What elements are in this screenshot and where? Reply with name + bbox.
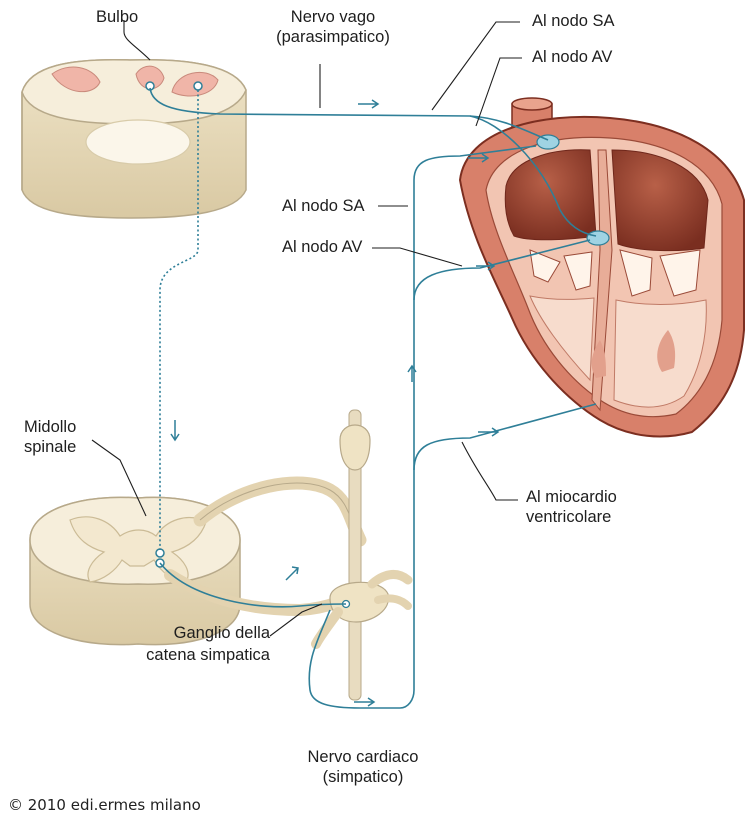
- label-ventricolare: ventricolare: [526, 508, 611, 527]
- label-al-nodo-av-mid: Al nodo AV: [282, 238, 362, 257]
- bulbo-section: [22, 60, 246, 218]
- label-spinale: spinale: [24, 438, 76, 457]
- label-nervo-vago: Nervo vago: [258, 8, 408, 27]
- label-nervo-cardiaco: Nervo cardiaco: [288, 748, 438, 767]
- copyright-notice: © 2010 edi.ermes milano: [8, 796, 201, 814]
- label-parasimpatico: (parasimpatico): [258, 28, 408, 47]
- label-bulbo: Bulbo: [96, 8, 138, 27]
- label-al-nodo-av-top: Al nodo AV: [532, 48, 612, 67]
- heart: [460, 98, 744, 436]
- label-al-nodo-sa-top: Al nodo SA: [532, 12, 615, 31]
- label-al-miocardio: Al miocardio: [526, 488, 617, 507]
- label-midollo: Midollo: [24, 418, 76, 437]
- label-ganglio: Ganglio della: [120, 624, 270, 643]
- label-al-nodo-sa-mid: Al nodo SA: [282, 197, 365, 216]
- label-catena-simpatica: catena simpatica: [110, 646, 270, 665]
- label-simpatico: (simpatico): [288, 768, 438, 787]
